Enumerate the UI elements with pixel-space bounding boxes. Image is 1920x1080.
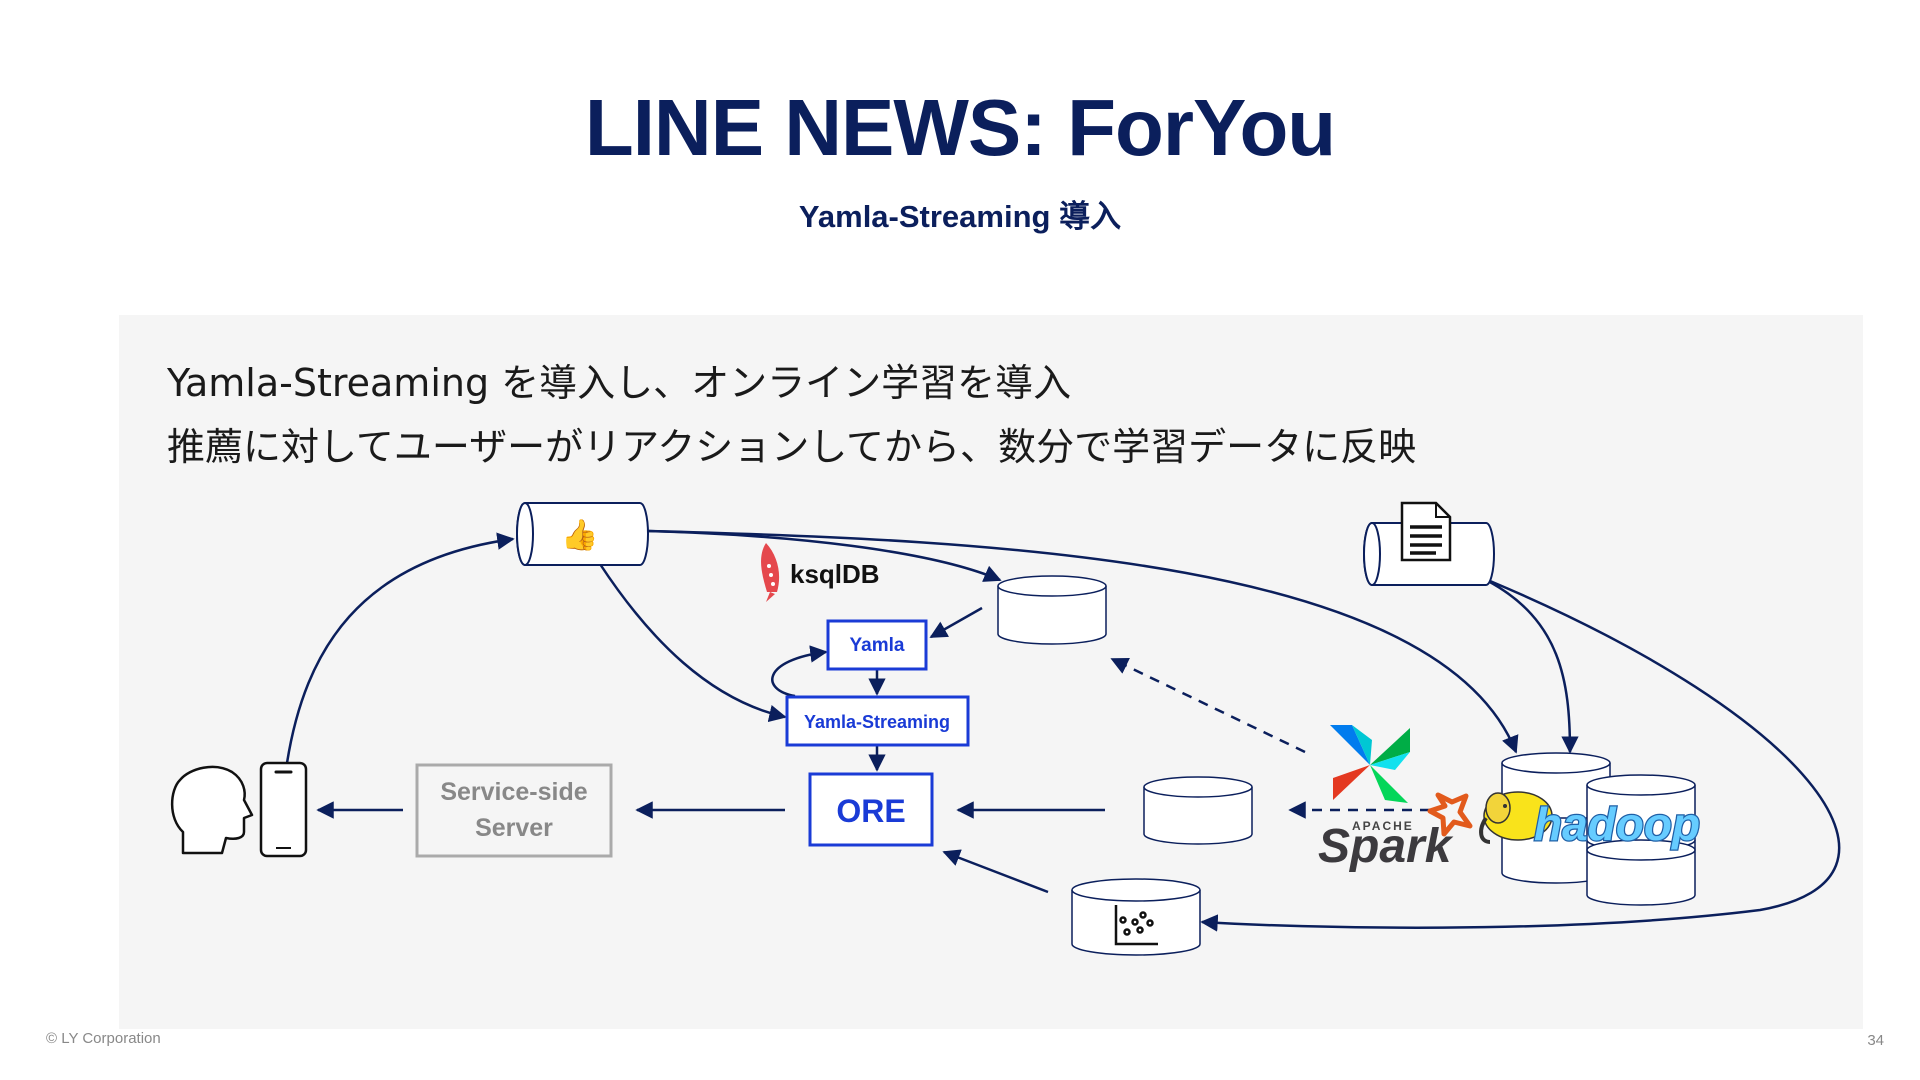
yamla-box: Yamla — [826, 619, 928, 671]
arrow-event-tube-to-hadoop — [647, 529, 1519, 754]
service-side-server-box: Service-side Server — [415, 763, 613, 858]
spark-star-icon — [1427, 792, 1473, 837]
service-server-label-line1: Service-side — [440, 778, 587, 806]
service-server-label-line2: Server — [475, 814, 553, 842]
arrow-airflow-to-ksql-db — [1110, 657, 1306, 754]
ksql-database-cylinder — [997, 575, 1107, 645]
yamla-streaming-box: Yamla-Streaming — [785, 695, 970, 747]
intro-line-2: 推薦に対してユーザーがリアクションしてから、数分で学習データに反映 — [167, 425, 1417, 469]
intro-line-1: Yamla-Streaming を導入し、オンライン学習を導入 — [167, 361, 1072, 405]
thumbs-up-icon: 👍 — [561, 517, 598, 552]
hadoop-logo: hadoop — [1479, 791, 1701, 851]
connection-lines — [285, 529, 1841, 932]
spark-label: Spark — [1318, 820, 1454, 873]
ore-box: ORE — [808, 772, 934, 847]
rocket-icon — [761, 543, 780, 602]
ksqldb-label: ksqlDB — [790, 559, 880, 589]
arrow-phone-to-event-tube — [285, 532, 515, 764]
arrow-ksql-db-to-yamla — [929, 606, 983, 639]
arrow-doc-tube-to-feature-db — [1200, 579, 1841, 932]
apache-spark-logo: APACHE Spark — [1318, 792, 1473, 873]
arrow-event-tube-to-streaming — [598, 563, 787, 723]
event-stream-tube — [516, 502, 649, 566]
scatter-chart-icon — [1114, 905, 1158, 946]
page-number: 34 — [1867, 1032, 1884, 1049]
slide-subtitle: Yamla-Streaming 導入 — [798, 199, 1122, 234]
hadoop-elephant-icon — [1479, 791, 1553, 844]
airflow-pinwheel-icon — [1330, 725, 1410, 803]
yamla-label: Yamla — [850, 635, 905, 656]
feature-database-cylinder — [1071, 878, 1201, 956]
model-database-cylinder — [1143, 776, 1253, 845]
arrow-streaming-loop-to-yamla — [771, 645, 828, 698]
slide-title: LINE NEWS: ForYou — [584, 83, 1336, 172]
smartphone-icon — [259, 761, 308, 858]
arrow-doc-tube-to-hadoop — [1487, 579, 1579, 754]
ore-label: ORE — [836, 793, 905, 829]
document-icon — [1400, 501, 1452, 562]
arrow-feature-db-to-ore — [942, 849, 1049, 894]
person-head-icon — [170, 765, 254, 855]
content-panel — [119, 315, 1863, 1029]
footer-copyright: © LY Corporation — [46, 1030, 161, 1047]
spark-apache-label: APACHE — [1352, 819, 1414, 833]
yamla-streaming-label: Yamla-Streaming — [804, 712, 950, 732]
hadoop-label: hadoop — [1534, 798, 1700, 850]
